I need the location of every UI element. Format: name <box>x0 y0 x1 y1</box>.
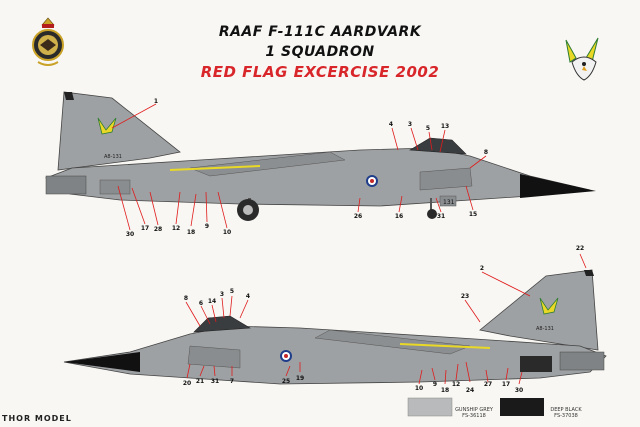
top-callout-3: 3 <box>407 121 413 128</box>
title-exercise: RED FLAG EXCERCISE 2002 <box>200 63 440 81</box>
bottom-callout-5: 5 <box>229 288 235 295</box>
top-callout-15: 15 <box>468 211 478 218</box>
raaf-roundel-icon <box>366 175 378 187</box>
top-callout-9: 9 <box>204 223 210 230</box>
bottom-callout-19: 19 <box>295 375 305 382</box>
bottom-callout-23: 23 <box>460 293 470 300</box>
bottom-callout-31: 31 <box>210 378 220 385</box>
title-aircraft: RAAF F-111C AARDVARK <box>218 24 422 40</box>
swatch-gunship-grey <box>407 397 453 417</box>
bottom-callout-9: 9 <box>432 381 438 388</box>
top-callout-16: 16 <box>394 213 404 220</box>
bottom-fin-serial: A8-131 <box>536 326 554 332</box>
top-callout-31: 31 <box>436 213 446 220</box>
aircraft-top-profile <box>45 91 596 221</box>
bottom-callout-14: 14 <box>207 298 217 305</box>
bottom-callout-8: 8 <box>183 295 189 302</box>
aircraft-bottom-profile <box>63 269 607 385</box>
title-squadron: 1 SQUADRON <box>265 44 375 60</box>
top-callout-30: 30 <box>125 231 135 238</box>
top-callout-18: 18 <box>186 229 196 236</box>
bottom-callout-10: 10 <box>414 385 424 392</box>
bottom-callout-17: 17 <box>501 381 511 388</box>
top-callout-10: 10 <box>222 229 232 236</box>
top-callout-1: 1 <box>153 98 159 105</box>
top-callout-13: 13 <box>440 123 450 130</box>
top-callout-17: 17 <box>140 225 150 232</box>
bottom-callout-27: 27 <box>483 381 493 388</box>
bottom-callout-24: 24 <box>465 387 475 394</box>
top-fin-serial: A8-131 <box>104 154 122 160</box>
top-callout-12: 12 <box>171 225 181 232</box>
hawk-emblem-icon <box>565 37 599 81</box>
bottom-callout-18: 18 <box>440 387 450 394</box>
top-callout-26: 26 <box>353 213 363 220</box>
bottom-callout-7: 7 <box>229 378 235 385</box>
swatch-deep-black <box>500 398 544 416</box>
top-callout-5: 5 <box>425 125 431 132</box>
squadron-crest-icon <box>32 17 64 66</box>
bottom-callout-2: 2 <box>479 265 485 272</box>
bottom-callout-20: 20 <box>182 380 192 387</box>
top-callout-lines <box>111 103 487 231</box>
bottom-callout-3: 3 <box>219 291 225 298</box>
bottom-callout-lines <box>185 253 587 385</box>
top-callout-28: 28 <box>153 226 163 233</box>
bottom-callout-25: 25 <box>281 378 291 385</box>
bottom-callout-30: 30 <box>514 387 524 394</box>
bottom-callout-12: 12 <box>451 381 461 388</box>
top-callout-4: 4 <box>388 121 394 128</box>
bottom-callout-4: 4 <box>245 293 251 300</box>
publisher-brand: THOR MODEL <box>2 414 72 423</box>
top-nose-number: 131 <box>443 199 455 206</box>
bottom-callout-22: 22 <box>575 245 585 252</box>
bottom-callout-6: 6 <box>198 300 204 307</box>
top-callout-8: 8 <box>483 149 489 156</box>
bottom-callout-21: 21 <box>195 378 205 385</box>
